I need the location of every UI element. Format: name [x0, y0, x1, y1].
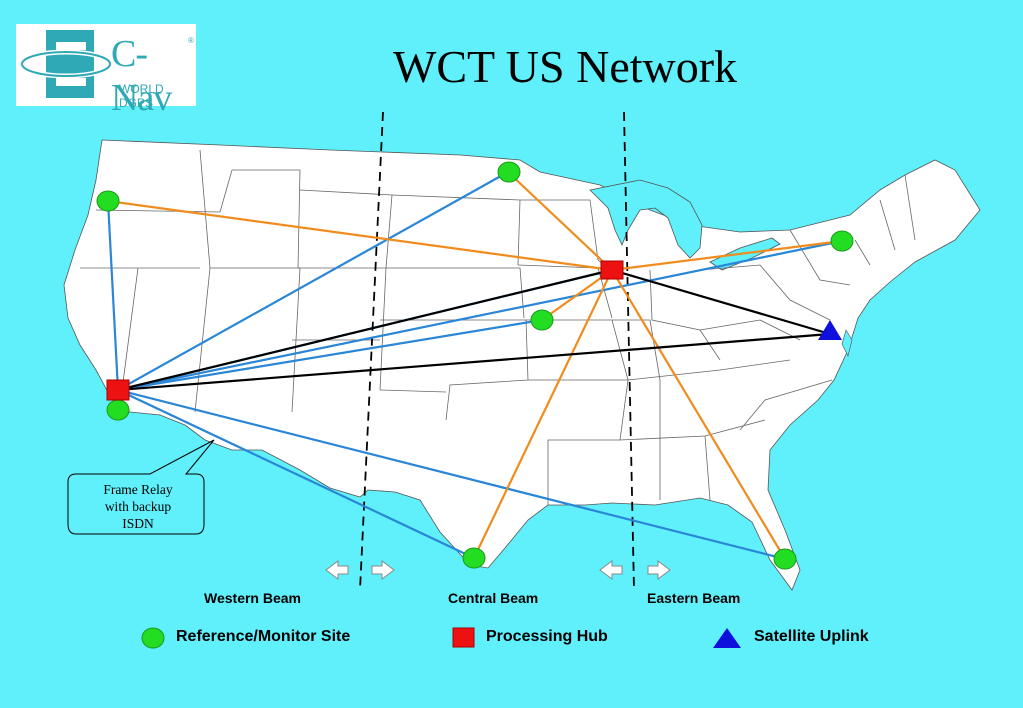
beam-arrows [325, 560, 671, 580]
frame-relay-callout: Frame Relay with backup ISDN [70, 481, 206, 532]
arrow-left-icon [325, 560, 349, 580]
page-title: WCT US Network [392, 41, 738, 92]
legend-reference-site-label: Reference/Monitor Site [176, 628, 351, 645]
legend-reference-site-icon [141, 627, 165, 649]
reference-site-florida [773, 548, 797, 570]
c-nav-swoosh-icon [19, 30, 113, 98]
reference-site-texas [462, 547, 486, 569]
great-lakes [589, 179, 703, 259]
legend-processing-hub-icon [452, 627, 475, 648]
satellite-uplink-triangle [818, 320, 842, 340]
callout-box [67, 439, 215, 535]
callout-line-1: Frame Relay [103, 482, 173, 497]
legend-satellite-uplink-label: Satellite Uplink [754, 628, 869, 645]
logo-name: C-Nav [111, 33, 172, 119]
central-beam-label: Central Beam [448, 590, 539, 606]
eastern-beam-label: Eastern Beam [647, 590, 741, 606]
reference-sites [96, 161, 854, 570]
legend-processing-hub-label: Processing Hub [486, 628, 608, 645]
central-hub-links [107, 171, 843, 560]
callout-line-2: with backup [104, 499, 172, 514]
western-beam-label: Western Beam [204, 590, 302, 606]
reference-site-california [106, 399, 130, 421]
processing-hub-west [106, 379, 130, 401]
legend-satellite-uplink-icon [713, 628, 741, 648]
processing-hub-central [600, 260, 624, 280]
reference-site-new-york [830, 230, 854, 252]
reference-site-kansas [530, 309, 554, 331]
callout-line-3: ISDN [122, 516, 154, 531]
arrow-right-icon [647, 560, 671, 580]
arrow-left-icon [599, 560, 623, 580]
beam-dividers [359, 111, 635, 591]
reference-site-oregon [96, 190, 120, 212]
logo-registered-mark: ® [188, 36, 194, 45]
hub-uplink-links [117, 268, 831, 392]
logo-subtitle: WORLD DGPS [119, 82, 164, 110]
c-nav-logo: C-Nav ® WORLD DGPS [16, 24, 196, 119]
chesapeake-bay [841, 329, 853, 357]
reference-site-north-dakota [497, 161, 521, 183]
arrow-right-icon [371, 560, 395, 580]
